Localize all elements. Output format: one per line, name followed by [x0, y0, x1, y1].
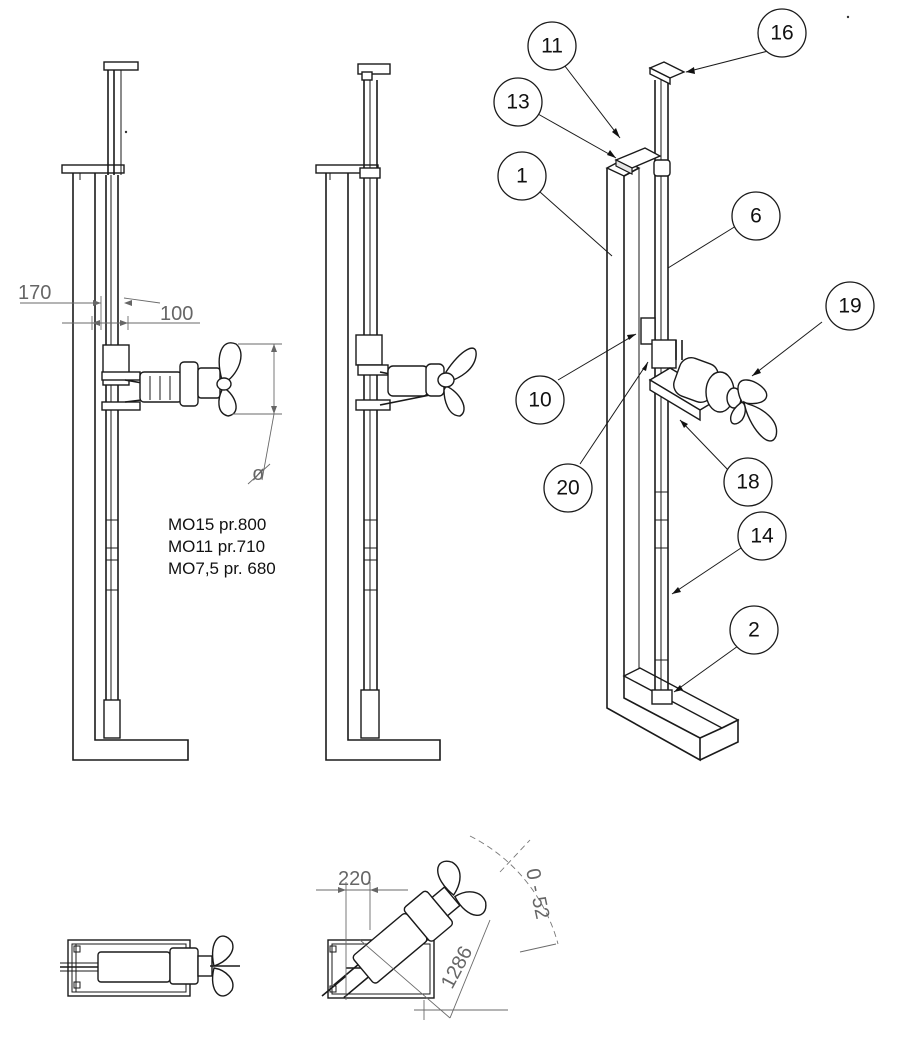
wall-profile: [72, 172, 189, 761]
balloon-16: 16: [757, 8, 807, 58]
view-elevation-dimensioned: 170 100 ø: [18, 61, 282, 761]
view-isometric: 11 16 13 1 6 19 10 20 18 14 2: [493, 8, 875, 762]
svg-text:18: 18: [736, 471, 759, 494]
dim-170-label: 170: [18, 282, 51, 304]
svg-text:19: 19: [838, 295, 861, 318]
lift-handle: [103, 61, 139, 71]
top-bracket: [61, 164, 125, 174]
angle-range-label: 0 - 52: [521, 866, 553, 921]
balloon-6: 6: [731, 191, 781, 241]
view-plan-angled: 220 1286 0 - 52: [316, 835, 559, 1020]
svg-text:16: 16: [770, 22, 793, 45]
dim-diameter-label: ø: [252, 463, 264, 485]
model-list: MO15 pr.800 MO11 pr.710 MO7,5 pr. 680: [168, 514, 276, 580]
angled-propeller: [437, 860, 461, 897]
balloon-19: 19: [825, 281, 875, 331]
svg-text:14: 14: [750, 525, 774, 548]
balloon-14: 14: [737, 511, 787, 561]
balloon-13: 13: [493, 77, 543, 127]
svg-text:10: 10: [528, 389, 551, 412]
dim-1286-label: 1286: [437, 943, 477, 993]
model-line: MO11 pr.710: [168, 537, 266, 556]
balloon-18: 18: [723, 457, 773, 507]
view-elevation-middle: [315, 63, 477, 761]
svg-text:20: 20: [556, 477, 579, 500]
view-plan-straight: [60, 935, 240, 997]
svg-text:2: 2: [748, 619, 760, 642]
propeller: [218, 342, 242, 383]
balloon-1: 1: [497, 151, 547, 201]
iso-propeller: [737, 379, 768, 405]
plan-propeller: [211, 935, 234, 967]
wall-profile-middle: [325, 172, 441, 761]
dim-100-label: 100: [160, 303, 193, 325]
balloon-10: 10: [515, 375, 565, 425]
model-line: MO7,5 pr. 680: [168, 559, 276, 578]
dim-220-label: 220: [338, 868, 371, 890]
balloon-11: 11: [527, 21, 577, 71]
iso-wall: [606, 168, 701, 762]
angle-arc: [469, 835, 559, 945]
svg-text:1: 1: [516, 165, 528, 188]
iso-base-slab: [622, 667, 740, 729]
balloon-2: 2: [729, 605, 779, 655]
mixer-motor: [139, 371, 183, 403]
propeller-middle: [445, 347, 477, 383]
model-line: MO15 pr.800: [168, 515, 267, 534]
svg-text:11: 11: [541, 35, 563, 58]
balloon-20: 20: [543, 463, 593, 513]
svg-text:6: 6: [750, 205, 762, 228]
svg-text:13: 13: [506, 91, 529, 114]
